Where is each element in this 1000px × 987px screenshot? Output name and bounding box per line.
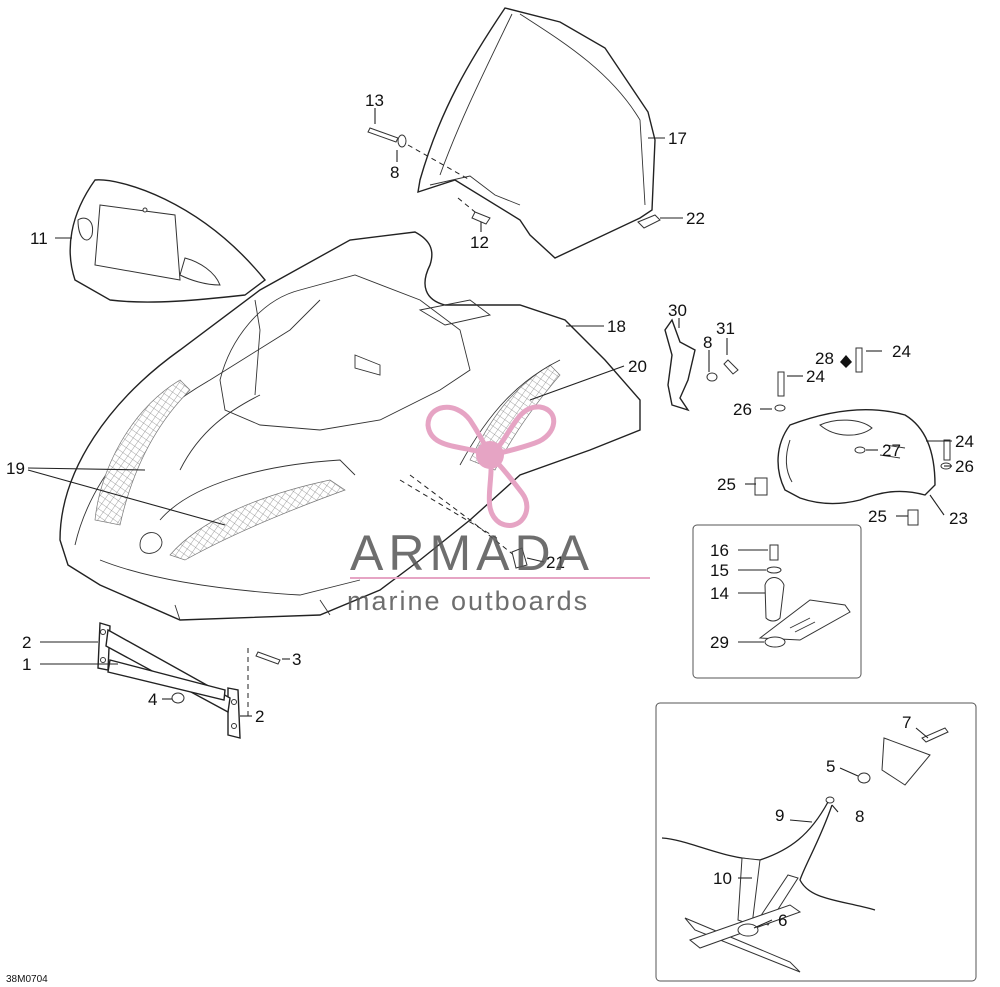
inset-tether — [655, 702, 977, 982]
callout-labels: 13 8 17 11 12 22 18 30 31 8 28 24 20 24 … — [6, 91, 974, 985]
console-bezel-part — [69, 179, 267, 303]
armada-watermark: ARMADA marine outboards — [347, 404, 650, 616]
callout-8: 8 — [855, 807, 864, 826]
callout-1: 1 — [22, 655, 31, 674]
brand-tagline: marine outboards — [347, 586, 589, 616]
callout-23: 23 — [949, 509, 968, 528]
callout-3: 3 — [292, 650, 301, 669]
callout-22: 22 — [686, 209, 705, 228]
fasteners — [171, 127, 952, 718]
callout-14: 14 — [710, 584, 729, 603]
callout-8: 8 — [390, 163, 399, 182]
callout-13: 13 — [365, 91, 384, 110]
callout-5: 5 — [826, 757, 835, 776]
inset-damper — [692, 524, 862, 679]
callout-2: 2 — [255, 707, 264, 726]
callout-31: 31 — [716, 319, 735, 338]
hood-part — [59, 231, 641, 621]
callout-10: 10 — [713, 869, 732, 888]
brand-text: ARMADA — [350, 525, 594, 581]
callout-4: 4 — [148, 690, 157, 709]
callout-16: 16 — [710, 541, 729, 560]
callout-9: 9 — [775, 806, 784, 825]
callout-21: 21 — [546, 553, 565, 572]
callout-25: 25 — [717, 475, 736, 494]
deflector-part — [777, 409, 936, 505]
callout-25: 25 — [868, 507, 887, 526]
leader-lines — [27, 108, 952, 929]
propeller-logo-icon — [425, 404, 557, 528]
reference-code: 38M0704 — [6, 974, 48, 985]
callout-19: 19 — [6, 459, 25, 478]
callout-12: 12 — [470, 233, 489, 252]
callout-2: 2 — [22, 633, 31, 652]
callout-6: 6 — [778, 911, 787, 930]
callout-27: 27 — [882, 441, 901, 460]
callout-17: 17 — [668, 129, 687, 148]
vent-mesh-left — [94, 379, 191, 526]
callout-26: 26 — [955, 457, 974, 476]
bracket-30-part — [664, 318, 696, 412]
callout-15: 15 — [710, 561, 729, 580]
callout-11: 11 — [30, 229, 48, 248]
callout-26: 26 — [733, 400, 752, 419]
windshield-part — [417, 7, 656, 259]
callout-28: 28 — [815, 349, 834, 368]
support-frame-part — [97, 622, 241, 739]
callout-18: 18 — [607, 317, 626, 336]
callout-7: 7 — [902, 713, 911, 732]
vent-mesh-center — [169, 479, 346, 561]
callout-24: 24 — [806, 367, 825, 386]
callout-30: 30 — [668, 301, 687, 320]
callout-24: 24 — [892, 342, 911, 361]
callout-29: 29 — [710, 633, 729, 652]
callout-8: 8 — [703, 333, 712, 352]
callout-24: 24 — [955, 432, 974, 451]
callout-20: 20 — [628, 357, 647, 376]
